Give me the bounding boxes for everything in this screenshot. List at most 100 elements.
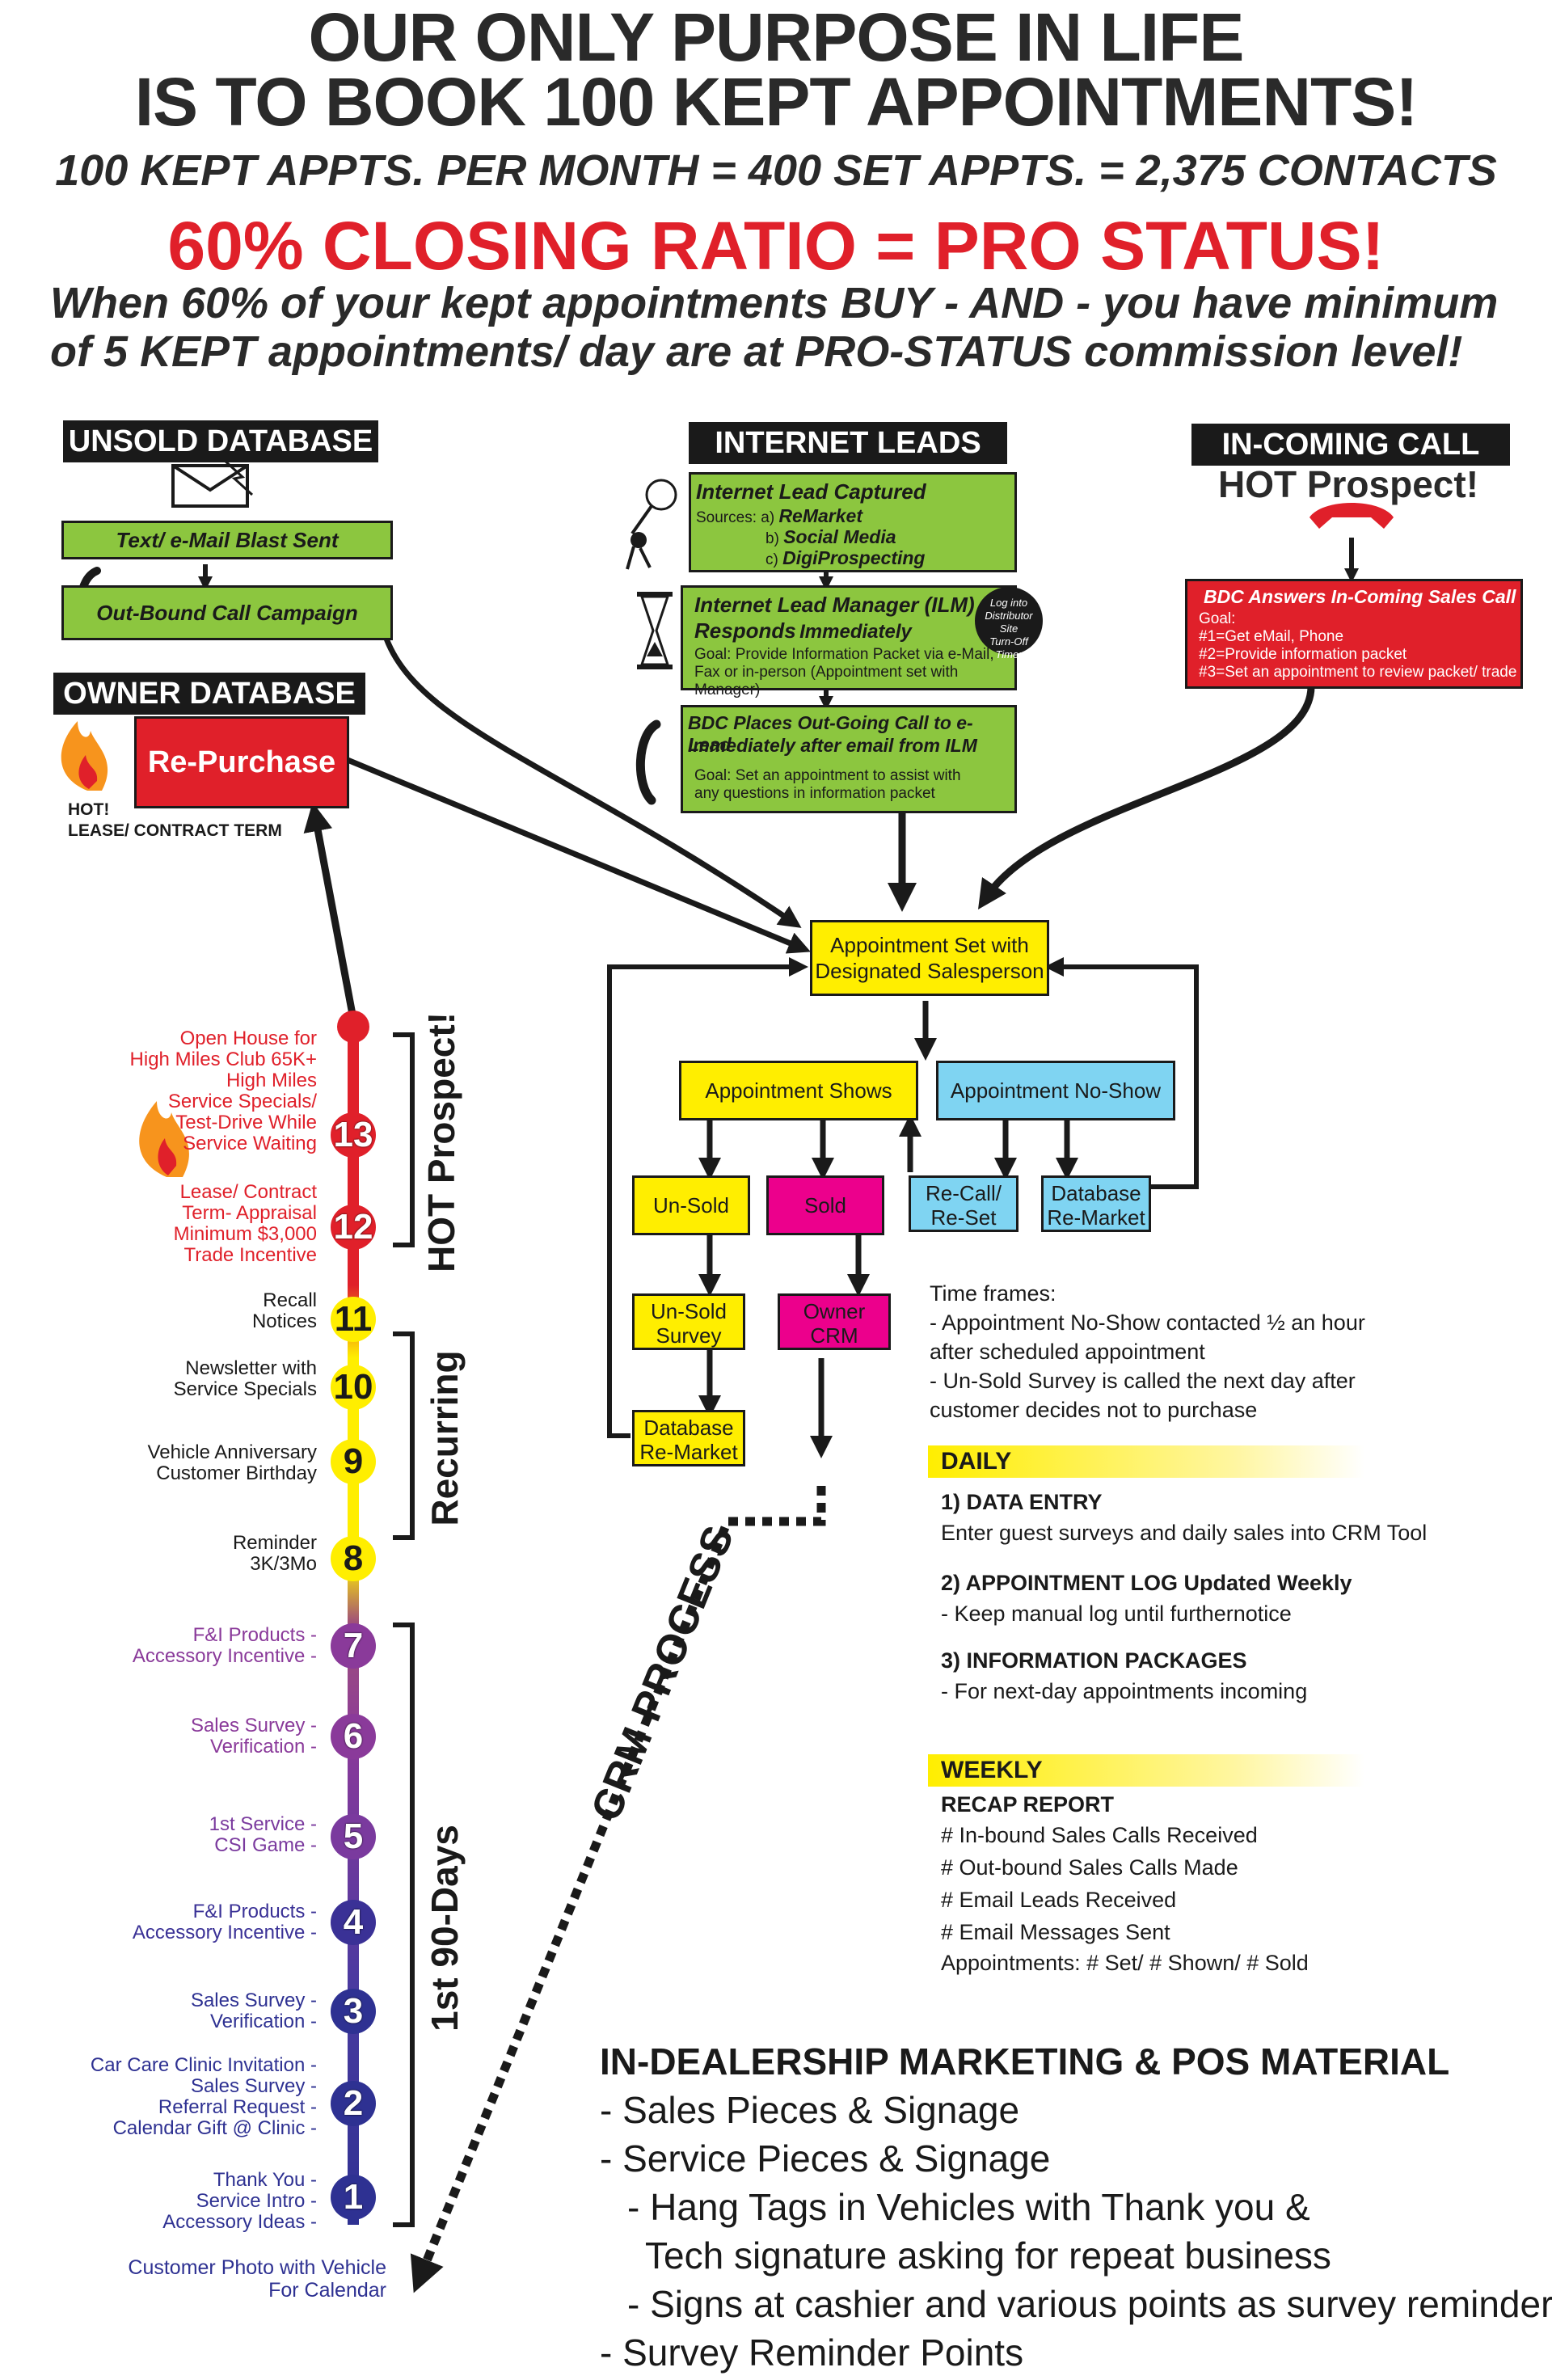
source-remarket: ReMarket bbox=[778, 505, 862, 526]
re-call-re-set-box: Re-Call/ Re-Set bbox=[909, 1175, 1018, 1232]
daily-text-3: - For next-day appointments incoming bbox=[941, 1679, 1308, 1703]
ilm-immediately: Immediately bbox=[799, 621, 912, 643]
pos-line2: - Service Pieces & Signage bbox=[600, 2137, 1051, 2180]
appointment-no-show-box: Appointment No-Show bbox=[936, 1061, 1175, 1120]
incoming-goal-3: #3=Set an appointment to review packet/ … bbox=[1199, 664, 1517, 681]
bdc-answers-title: BDC Answers In-Coming Sales Call bbox=[1204, 586, 1516, 607]
timeline-step-6-label: Sales Survey -Verification - bbox=[190, 1715, 317, 1758]
pos-line3: - Hang Tags in Vehicles with Thank you & bbox=[627, 2186, 1310, 2228]
lease-contract-term-label: LEASE/ CONTRACT TERM bbox=[68, 821, 282, 840]
appointment-set-line2: Designated Salesperson bbox=[815, 959, 1044, 983]
ilm-goal-line2: Fax or in-person (Appointment set with M… bbox=[694, 664, 959, 698]
bdc-answers-box: BDC Answers In-Coming Sales Call Goal: #… bbox=[1185, 579, 1523, 689]
db-remarket-line1: Database bbox=[1051, 1181, 1141, 1205]
bdc-goal-line2: any questions in information packet bbox=[694, 785, 935, 802]
re-purchase-box: Re-Purchase bbox=[134, 716, 349, 808]
bdc-title-line1: BDC Places Out-Going Call to e-Lead bbox=[688, 712, 973, 755]
sold-box: Sold bbox=[766, 1175, 884, 1235]
timeline-step-1-label: Thank You -Service Intro -Accessory Idea… bbox=[162, 2169, 317, 2233]
timeline-step-1: 1 bbox=[331, 2175, 376, 2220]
timeline-step-4-label: F&I Products -Accessory Incentive - bbox=[132, 1901, 317, 1943]
badge-line3: Turn-Off Timer bbox=[989, 635, 1028, 660]
timeframes-line3: - Un-Sold Survey is called the next day … bbox=[930, 1369, 1356, 1393]
database-re-market-box-2: Database Re-Market bbox=[632, 1410, 745, 1466]
timeline-step-8: 8 bbox=[331, 1536, 376, 1581]
pro-status-note-line1: When 60% of your kept appointments BUY -… bbox=[50, 279, 1499, 327]
ilm-box: Internet Lead Manager (ILM) Responds Imm… bbox=[681, 585, 1017, 698]
lead-captured-title: Internet Lead Captured bbox=[696, 479, 926, 504]
owner-crm-box: Owner CRM bbox=[778, 1293, 891, 1350]
internet-lead-captured-box: Internet Lead Captured Sources: a) ReMar… bbox=[689, 472, 1017, 572]
weekly-title: WEEKLY bbox=[941, 1757, 1043, 1783]
headline-closing-ratio: 60% CLOSING RATIO = PRO STATUS! bbox=[167, 208, 1385, 284]
sources-label: Sources: a) bbox=[696, 509, 775, 526]
incoming-call-header: IN-COMING CALL bbox=[1191, 424, 1510, 466]
un-sold-survey-box: Un-Sold Survey bbox=[632, 1293, 745, 1350]
incoming-goal-label: Goal: bbox=[1199, 610, 1236, 627]
text-email-blast-box: Text/ e-Mail Blast Sent bbox=[61, 521, 393, 559]
net-catcher-icon bbox=[626, 479, 677, 570]
headline-line2: IS TO BOOK 100 KEPT APPOINTMENTS! bbox=[134, 64, 1419, 140]
re-call-line2: Re-Set bbox=[930, 1205, 997, 1230]
appointment-shows-box: Appointment Shows bbox=[679, 1061, 918, 1120]
re-call-line1: Re-Call/ bbox=[926, 1181, 1002, 1205]
weekly-line3: # Email Leads Received bbox=[941, 1888, 1177, 1912]
ilm-responds: Responds bbox=[694, 618, 796, 643]
db2-line1: Database bbox=[643, 1416, 734, 1440]
timeline-bottom-line1: Customer Photo with Vehicle bbox=[128, 2256, 386, 2279]
timeline-step-9: 9 bbox=[331, 1439, 376, 1484]
source-social-media: Social Media bbox=[783, 526, 896, 547]
unsold-database-header: UNSOLD DATABASE bbox=[63, 420, 378, 462]
timeline-step-5: 5 bbox=[331, 1814, 376, 1859]
appointment-set-line1: Appointment Set with bbox=[830, 933, 1029, 957]
internet-leads-header: INTERNET LEADS bbox=[689, 422, 1007, 464]
flame-icon bbox=[139, 1101, 189, 1177]
daily-text-2: - Keep manual log until furthernotice bbox=[941, 1601, 1292, 1626]
bdc-outgoing-call-box: BDC Places Out-Going Call to e-Lead Imme… bbox=[681, 705, 1017, 813]
hourglass-icon bbox=[637, 592, 673, 669]
database-re-market-box: Database Re-Market bbox=[1041, 1175, 1151, 1232]
weekly-line4: # Email Messages Sent bbox=[941, 1920, 1170, 1944]
timeline-step-4: 4 bbox=[331, 1900, 376, 1945]
timeframes-line4: customer decides not to purchase bbox=[930, 1398, 1258, 1422]
outbound-call-campaign-box: Out-Bound Call Campaign bbox=[61, 585, 393, 640]
daily-heading-1: 1) DATA ENTRY bbox=[941, 1490, 1103, 1514]
appointment-set-box: Appointment Set with Designated Salesper… bbox=[810, 920, 1049, 996]
timeframes-line1: - Appointment No-Show contacted ½ an hou… bbox=[930, 1310, 1365, 1335]
incoming-goal-2: #2=Provide information packet bbox=[1199, 646, 1407, 663]
headline-contacts: 100 KEPT APPTS. PER MONTH = 400 SET APPT… bbox=[55, 146, 1497, 195]
timeline-step-11: 11 bbox=[331, 1297, 376, 1342]
hot-label: HOT! bbox=[68, 800, 110, 819]
ilm-goal-line1: Goal: Provide Information Packet via e-M… bbox=[694, 646, 994, 663]
pos-title: IN-DEALERSHIP MARKETING & POS MATERIAL bbox=[600, 2040, 1450, 2082]
timeline-step-2: 2 bbox=[331, 2081, 376, 2126]
hot-prospect-bracket-label: HOT Prospect! bbox=[420, 1011, 462, 1273]
unsold-survey-line2: Survey bbox=[656, 1323, 722, 1348]
timeline-step-10: 10 bbox=[331, 1365, 376, 1410]
daily-text-1: Enter guest surveys and daily sales into… bbox=[941, 1521, 1428, 1545]
un-sold-box: Un-Sold bbox=[632, 1175, 750, 1235]
daily-heading-2: 2) APPOINTMENT LOG Updated Weekly bbox=[941, 1571, 1352, 1595]
pro-status-note-line2: of 5 KEPT appointments/ day are at PRO-S… bbox=[50, 327, 1463, 376]
phone-icon bbox=[635, 719, 661, 805]
first-90-days-bracket-label: 1st 90-Days bbox=[424, 1825, 466, 2032]
timeline-bottom-line2: For Calendar bbox=[268, 2279, 386, 2302]
owner-database-header: OWNER DATABASE bbox=[53, 673, 365, 715]
timeline-step-7: 7 bbox=[331, 1623, 376, 1669]
hot-prospect-title: HOT Prospect! bbox=[1217, 463, 1479, 505]
timeline-step-3-label: Sales Survey -Verification - bbox=[190, 1990, 317, 2032]
timeline-step-5-label: 1st Service -CSI Game - bbox=[209, 1813, 317, 1856]
red-telephone-icon bbox=[1310, 503, 1394, 529]
pos-line6: - Survey Reminder Points bbox=[600, 2331, 1024, 2374]
headline-line1: OUR ONLY PURPOSE IN LIFE bbox=[308, 0, 1245, 75]
unsold-survey-line1: Un-Sold bbox=[651, 1299, 727, 1323]
timeframes-line2: after scheduled appointment bbox=[930, 1340, 1205, 1364]
pos-line1: - Sales Pieces & Signage bbox=[600, 2089, 1020, 2131]
weekly-line5: Appointments: # Set/ # Shown/ # Sold bbox=[941, 1951, 1309, 1975]
weekly-line1: # In-bound Sales Calls Received bbox=[941, 1823, 1258, 1847]
